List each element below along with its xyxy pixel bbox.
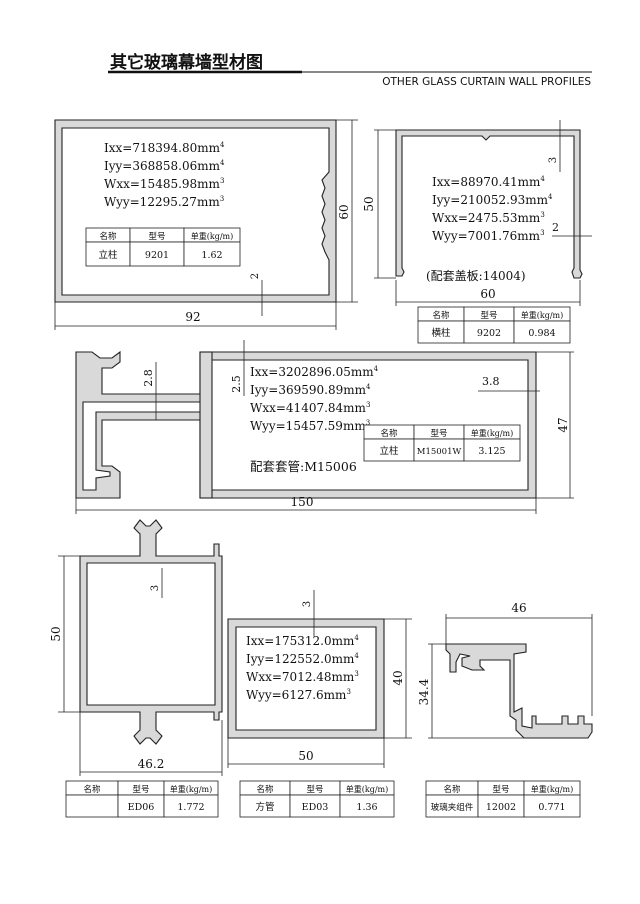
dim-wall-a-m15001w: 2.8 — [142, 369, 155, 387]
dim-wall-9201: 2 — [250, 273, 261, 279]
svg-text:单重(kg/m): 单重(kg/m) — [191, 231, 234, 241]
ixx-ed03: Ixx=175312.0mm4 — [246, 634, 359, 648]
iyy-9202: Iyy=210052.93mm4 — [432, 193, 553, 207]
svg-text:型号: 型号 — [480, 311, 497, 321]
wxx-9202: Wxx=2475.53mm3 — [432, 211, 545, 225]
profile-9202-section — [395, 129, 583, 279]
dim-wall-top-9202: 3 — [548, 157, 559, 163]
svg-text:9201: 9201 — [145, 250, 169, 261]
wxx-ed03: Wxx=7012.48mm3 — [246, 670, 359, 684]
svg-text:型号: 型号 — [132, 785, 149, 795]
dim-height-m15001w: 47 — [556, 417, 570, 432]
svg-text:立柱: 立柱 — [98, 249, 118, 261]
wxx-9201: Wxx=15485.98mm3 — [104, 177, 224, 191]
dim-wall-b-m15001w: 2.5 — [230, 375, 243, 393]
svg-text:名称: 名称 — [83, 784, 101, 795]
ixx-9201: Ixx=718394.80mm4 — [104, 141, 225, 155]
profile-m15001w-web — [199, 351, 213, 499]
profile-ed03: Ixx=175312.0mm4 Iyy=122552.0mm4 Wxx=7012… — [227, 590, 412, 818]
sheet-subtitle: OTHER GLASS CURTAIN WALL PROFILES — [382, 76, 591, 88]
wyy-m15001w: Wyy=15457.59mm3 — [250, 419, 370, 433]
wyy-9202: Wyy=7001.76mm3 — [432, 229, 545, 243]
svg-text:1.36: 1.36 — [356, 802, 377, 813]
svg-text:名称: 名称 — [432, 310, 450, 321]
svg-text:0.771: 0.771 — [538, 802, 565, 813]
dim-width-9201: 92 — [185, 310, 200, 324]
spec-table-12002: 名称 型号 单重(kg/m) 玻璃夹组件 12002 0.771 — [425, 780, 581, 818]
svg-text:1.772: 1.772 — [177, 802, 204, 813]
svg-text:名称: 名称 — [443, 784, 461, 795]
note-9202: (配套盖板:14004) — [426, 269, 526, 283]
svg-text:型号: 型号 — [492, 785, 509, 795]
iyy-9201: Iyy=368858.06mm4 — [104, 159, 225, 173]
svg-text:单重(kg/m): 单重(kg/m) — [170, 784, 213, 794]
dim-wall-c-m15001w: 3.8 — [482, 375, 500, 388]
dim-wall-side-9202: 2 — [552, 221, 559, 234]
profile-12002-section — [445, 643, 593, 739]
wxx-m15001w: Wxx=41407.84mm3 — [250, 401, 370, 415]
svg-text:ED03: ED03 — [302, 802, 329, 813]
profile-12002: 46 34.4 名称 型号 单重(kg/m) 玻璃夹组件 12002 0.771 — [417, 601, 593, 818]
svg-text:名称: 名称 — [256, 784, 274, 795]
svg-text:名称: 名称 — [380, 428, 398, 439]
profile-9202: Ixx=88970.41mm4 Iyy=210052.93mm4 Wxx=247… — [362, 120, 592, 344]
profile-m15001w: Ixx=3202896.05mm4 Iyy=369590.89mm4 Wxx=4… — [75, 340, 574, 514]
wyy-9201: Wyy=12295.27mm3 — [104, 195, 224, 209]
spec-table-9201: 名称 型号 单重(kg/m) 立柱 9201 1.62 — [85, 227, 241, 267]
spec-table-m15001w: 名称 型号 单重(kg/m) 立柱 M15001W 3.125 — [363, 424, 521, 462]
dim-width-m15001w: 150 — [291, 495, 314, 509]
dim-height-9201: 60 — [337, 204, 351, 219]
dim-height-12002: 34.4 — [417, 678, 431, 705]
iyy-m15001w: Iyy=369590.89mm4 — [250, 383, 371, 397]
svg-text:12002: 12002 — [486, 802, 516, 813]
sheet-title: 其它玻璃幕墙型材图 — [110, 52, 263, 73]
svg-text:横柱: 横柱 — [431, 327, 451, 339]
svg-text:单重(kg/m): 单重(kg/m) — [346, 784, 389, 794]
note-m15001w: 配套套管:M15006 — [250, 459, 357, 474]
dim-wall-ed06: 3 — [150, 585, 161, 591]
svg-text:0.984: 0.984 — [528, 328, 555, 339]
svg-text:单重(kg/m): 单重(kg/m) — [521, 310, 564, 320]
svg-text:M15001W: M15001W — [417, 447, 462, 457]
profile-ed06: 3 50 46.2 名称 型号 单重(kg/m) ED06 1.772 — [49, 519, 223, 818]
wyy-ed03: Wyy=6127.6mm3 — [246, 688, 351, 702]
dim-width-ed06: 46.2 — [138, 757, 165, 771]
spec-table-ed03: 名称 型号 单重(kg/m) 方管 ED03 1.36 — [239, 780, 395, 818]
dim-height-ed03: 40 — [391, 670, 405, 685]
svg-text:单重(kg/m): 单重(kg/m) — [471, 428, 514, 438]
dim-height-ed06: 50 — [49, 626, 63, 641]
profile-ed06-section — [79, 519, 223, 745]
svg-text:3.125: 3.125 — [478, 446, 505, 457]
spec-table-9202: 名称 型号 单重(kg/m) 横柱 9202 0.984 — [417, 306, 571, 344]
svg-text:方管: 方管 — [255, 801, 274, 813]
svg-text:ED06: ED06 — [128, 802, 155, 813]
ixx-m15001w: Ixx=3202896.05mm4 — [250, 365, 379, 379]
profile-m15001w-section — [75, 350, 537, 499]
svg-text:1.62: 1.62 — [201, 250, 222, 261]
svg-text:型号: 型号 — [306, 785, 323, 795]
iyy-ed03: Iyy=122552.0mm4 — [246, 652, 359, 666]
dim-width-ed03: 50 — [298, 749, 313, 763]
dim-width-9202: 60 — [480, 287, 495, 301]
svg-text:9202: 9202 — [477, 328, 501, 339]
profile-9201: Ixx=718394.80mm4 Iyy=368858.06mm4 Wxx=15… — [54, 119, 358, 330]
svg-text:单重(kg/m): 单重(kg/m) — [531, 784, 574, 794]
dim-height-9202: 50 — [362, 196, 376, 211]
svg-text:名称: 名称 — [99, 231, 117, 242]
spec-table-ed06: 名称 型号 单重(kg/m) ED06 1.772 — [65, 780, 219, 818]
svg-text:玻璃夹组件: 玻璃夹组件 — [431, 802, 474, 813]
dim-width-12002: 46 — [511, 601, 526, 615]
svg-text:立柱: 立柱 — [379, 445, 399, 457]
svg-text:型号: 型号 — [430, 429, 447, 439]
svg-text:型号: 型号 — [148, 232, 165, 242]
dim-wall-ed03: 3 — [302, 601, 313, 607]
ixx-9202: Ixx=88970.41mm4 — [432, 175, 545, 189]
